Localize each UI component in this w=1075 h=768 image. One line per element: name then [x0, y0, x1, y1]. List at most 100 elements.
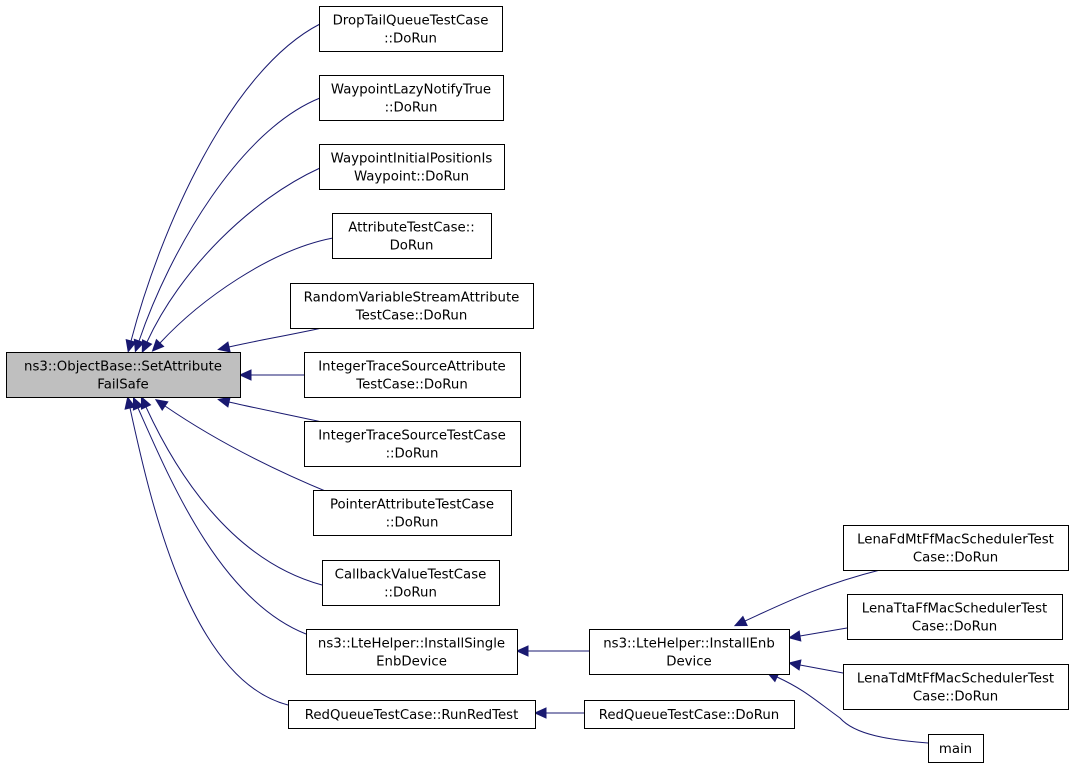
caller-node-n6[interactable]: IntegerTraceSourceAttributeTestCase::DoR… [304, 352, 521, 398]
arrow-head-icon [733, 615, 748, 627]
edge-n5-root [217, 327, 323, 353]
node-box [332, 213, 492, 259]
edge-n2-root [133, 97, 321, 353]
node-label-line: Case::DoRun [913, 551, 998, 566]
node-label-line: main [939, 742, 972, 757]
node-label-line: IntegerTraceSourceTestCase [318, 429, 506, 444]
edge-n8-root [154, 399, 331, 494]
node-label-line: RandomVariableStreamAttribute [304, 291, 520, 306]
caller-node-n13[interactable]: RedQueueTestCase::DoRun [584, 700, 795, 729]
node-label-line: ::DoRun [386, 516, 439, 531]
edge-line [129, 407, 289, 706]
caller-node-n17[interactable]: main [928, 734, 984, 763]
edge-n11-root [124, 396, 289, 706]
edge-line [744, 569, 881, 622]
arrow-head-icon [533, 707, 547, 719]
node-label-line: IntegerTraceSourceAttribute [318, 360, 506, 375]
node-label-line: WaypointLazyNotifyTrue [331, 83, 491, 98]
node-label-line: Device [666, 655, 711, 670]
node-box [589, 629, 790, 675]
edge-n12-n10 [515, 645, 589, 657]
node-label-line: ns3::LteHelper::InstallSingle [318, 637, 505, 652]
caller-node-n5[interactable]: RandomVariableStreamAttributeTestCase::D… [290, 283, 534, 329]
edge-line [159, 237, 334, 344]
node-label-line: FailSafe [97, 378, 148, 393]
edge-n3-root [141, 167, 321, 354]
edge-line [776, 676, 929, 744]
caller-node-n9[interactable]: CallbackValueTestCase::DoRun [322, 560, 500, 606]
node-label-line: ns3::LteHelper::InstallEnb [603, 637, 775, 652]
node-label-line: AttributeTestCase:: [348, 221, 474, 236]
caller-node-n8[interactable]: PointerAttributeTestCase::DoRun [313, 490, 512, 536]
node-box [304, 421, 521, 467]
node-box [319, 144, 505, 190]
caller-node-n2[interactable]: WaypointLazyNotifyTrue::DoRun [319, 75, 504, 121]
node-box [290, 283, 534, 329]
node-box [313, 490, 512, 536]
edge-n6-root [238, 369, 304, 381]
node-label-line: ::DoRun [385, 101, 438, 116]
node-label-line: TestCase::DoRun [355, 309, 468, 324]
edge-line [799, 627, 848, 637]
node-label-line: ::DoRun [384, 32, 437, 47]
node-label-line: DropTailQueueTestCase [333, 14, 489, 29]
node-box [847, 594, 1063, 640]
edge-n1-root [125, 23, 321, 353]
edge-n9-root [140, 395, 323, 586]
edge-line [145, 406, 323, 586]
node-label-line: ::DoRun [384, 586, 437, 601]
node-box [928, 734, 984, 763]
arrow-head-icon [154, 399, 169, 412]
node-box [304, 352, 521, 398]
node-label-line: RedQueueTestCase::RunRedTest [305, 708, 519, 723]
edge-line [799, 664, 844, 674]
node-box [306, 629, 518, 675]
node-box [584, 700, 795, 729]
arrow-head-icon [515, 645, 529, 657]
arrow-head-icon [141, 339, 153, 354]
edge-line [137, 407, 307, 635]
arrow-head-icon [133, 338, 145, 353]
arrow-head-icon [125, 339, 137, 353]
edge-line [164, 405, 331, 494]
edge-line [138, 97, 321, 342]
arrow-head-icon [132, 396, 144, 411]
node-label-line: LenaFdMtFfMacSchedulerTest [857, 533, 1054, 548]
node-label-line: Waypoint::DoRun [354, 170, 469, 185]
edge-n7-root [217, 396, 323, 423]
node-box [288, 700, 536, 729]
node-box [6, 352, 241, 398]
node-label-line: WaypointInitialPositionIs [331, 152, 493, 167]
arrow-head-icon [788, 630, 802, 642]
node-label-line: TestCase::DoRun [355, 378, 468, 393]
edge-n16-n12 [788, 659, 844, 674]
node-box [319, 6, 503, 52]
edge-n4-root [151, 237, 334, 352]
node-box [322, 560, 500, 606]
node-label-line: EnbDevice [376, 655, 447, 670]
edge-n10-root [132, 396, 307, 635]
caller-node-n1[interactable]: DropTailQueueTestCase::DoRun [319, 6, 503, 52]
caller-node-n11[interactable]: RedQueueTestCase::RunRedTest [288, 700, 536, 729]
edges-layer [124, 23, 929, 744]
node-label-line: DoRun [390, 239, 434, 254]
edge-line [228, 401, 323, 423]
node-label-line: Case::DoRun [913, 690, 998, 705]
edge-line [146, 167, 321, 343]
node-label-line: PointerAttributeTestCase [330, 498, 494, 513]
caller-node-n7[interactable]: IntegerTraceSourceTestCase::DoRun [304, 421, 521, 467]
edge-line [228, 327, 323, 348]
node-label-line: ::DoRun [386, 447, 439, 462]
arrow-head-icon [217, 341, 231, 353]
node-box [843, 664, 1069, 710]
edge-n13-n11 [533, 707, 584, 719]
caller-node-n4[interactable]: AttributeTestCase::DoRun [332, 213, 492, 259]
